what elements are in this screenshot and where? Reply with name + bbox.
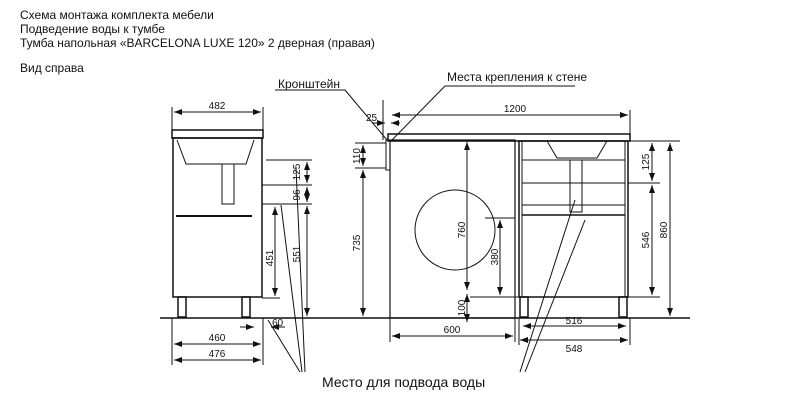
- dim-25-label: 25: [366, 113, 378, 124]
- dim-516-label: 516: [566, 316, 583, 327]
- dim-482-label: 482: [209, 101, 226, 112]
- dim-546-label: 546: [641, 231, 652, 248]
- water-inlet-label: Место для подвода воды: [322, 374, 485, 390]
- washing-machine-door: [414, 189, 496, 271]
- title-line-2: Подведение воды к тумбе: [20, 22, 165, 36]
- title-line-1: Схема монтажа комплекта мебели: [20, 8, 214, 22]
- dim-100-label: 100: [457, 299, 468, 316]
- dim-760-label: 760: [457, 221, 468, 238]
- dim-551-label: 551: [292, 245, 303, 262]
- dim-1200-label: 1200: [504, 104, 527, 115]
- side-view-cabinet: [171, 107, 264, 318]
- title-line-3: Тумба напольная «BARCELONA LUXE 120» 2 д…: [20, 36, 375, 50]
- front-view-cabinet: [387, 133, 631, 318]
- dim-110-label: 110: [352, 148, 363, 164]
- bracket-label: Кронштейн: [278, 77, 340, 91]
- dim-451-label: 451: [265, 249, 276, 266]
- dim-60-label: 60: [272, 318, 284, 329]
- dim-front-125-label: 125: [641, 153, 652, 170]
- dim-735-label: 735: [352, 234, 363, 251]
- dim-600-label: 600: [444, 325, 461, 336]
- dim-125-label: 125: [292, 163, 303, 180]
- dim-476-label: 476: [209, 349, 226, 360]
- dim-380-label: 380: [490, 248, 501, 265]
- bracket: [385, 139, 391, 171]
- washing-machine: [389, 139, 516, 319]
- dim-96-label: 96: [292, 189, 303, 201]
- dim-860-label: 860: [659, 221, 670, 238]
- dim-548-label: 548: [566, 344, 583, 355]
- dim-460-label: 460: [209, 333, 226, 344]
- wall-mount-label: Места крепления к стене: [447, 70, 587, 84]
- side-view-label: Вид справа: [20, 61, 84, 75]
